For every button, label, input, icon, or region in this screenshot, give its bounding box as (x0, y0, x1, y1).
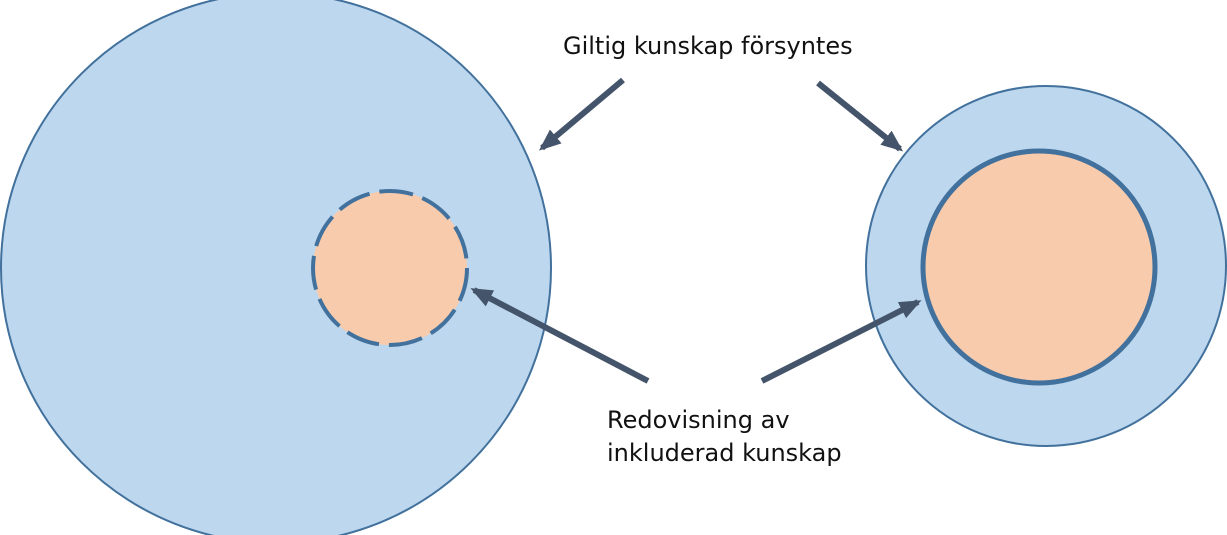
right-inner-circle (920, 148, 1158, 386)
arrow-top-right (816, 80, 904, 152)
label-reported-line1: Redovisning av (607, 406, 790, 434)
label-valid-knowledge: Giltig kunskap försyntes (563, 32, 853, 60)
arrow-bottom-left (470, 287, 650, 384)
left-inner-dashed-circle (311, 189, 469, 347)
label-reported-knowledge: Redovisning av inkluderad kunskap (607, 404, 842, 470)
arrow-bottom-right (760, 299, 922, 384)
arrow-top-left (538, 77, 625, 151)
left-outer-circle (0, 0, 552, 535)
label-reported-line2: inkluderad kunskap (607, 439, 842, 467)
